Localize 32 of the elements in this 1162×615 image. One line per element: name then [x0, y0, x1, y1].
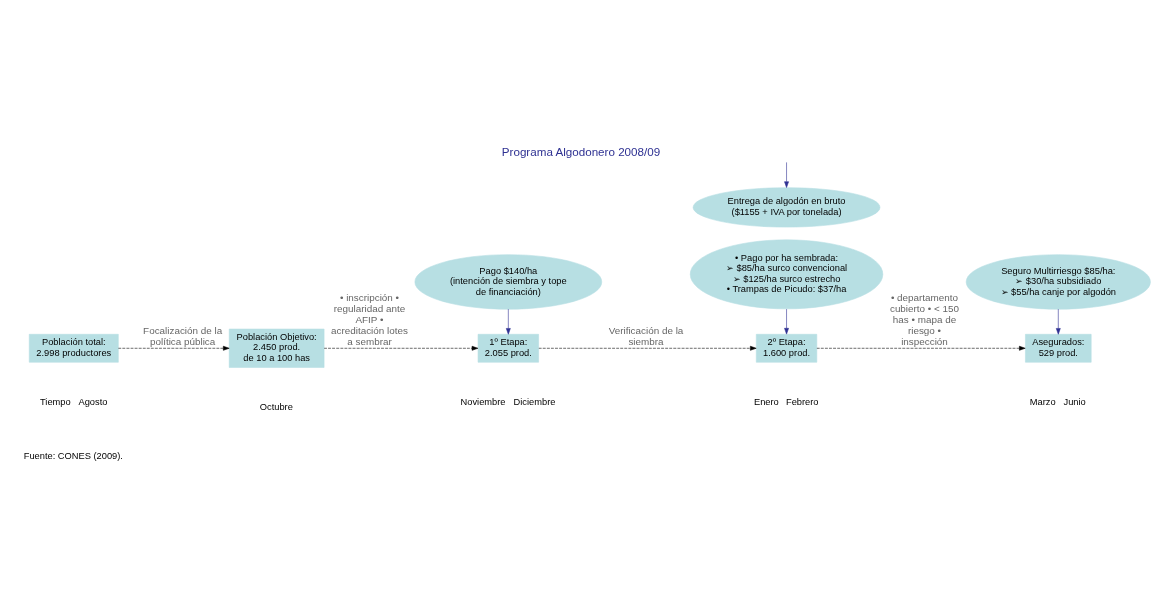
node-box: Asegurados: 529 prod. — [1025, 333, 1092, 363]
node-ellipse: • Pago por ha sembrada: ➢ $85/ha surco convencional ➢ $125/ha surco estrecho • Trampas de Picudo: $37/ha — [689, 239, 884, 309]
label: Fuente: CONES (2009). — [23, 450, 123, 461]
label: Enero — [753, 396, 779, 407]
arrow — [1055, 308, 1061, 335]
arrow — [506, 308, 511, 335]
arrow — [538, 345, 757, 351]
label: Noviembre — [460, 396, 506, 407]
label: Junio — [1063, 396, 1086, 407]
node-box: 2º Etapa: 1.600 prod. — [756, 333, 818, 363]
node-ellipse: Pago $140/ha (intención de siembra y tope de financiación) — [414, 253, 603, 309]
label: Febrero — [785, 396, 819, 407]
label: Tiempo — [40, 396, 71, 407]
edge-label: Verificación de la siembra — [608, 324, 684, 347]
label: Agosto — [78, 396, 108, 407]
diagram-title: Programa Algodonero 2008/09 — [501, 144, 661, 158]
label: Diciembre — [513, 396, 556, 407]
edge-label: • inscripción • regularidad ante AFIP • acreditación lotes a sembrar — [331, 291, 408, 347]
arrow — [323, 345, 479, 351]
node-box: 1º Etapa: 2.055 prod. — [477, 333, 539, 363]
label: Marzo — [1029, 396, 1056, 407]
arrow — [118, 345, 230, 351]
arrow — [784, 161, 789, 188]
node-box: Población total: 2.998 productores — [28, 333, 119, 363]
edge-label: Focalización de la política pública — [143, 324, 223, 347]
label: Octubre — [259, 401, 293, 412]
node-box: Población Objetivo: 2.450 prod. de 10 a 100 has — [228, 328, 325, 368]
arrow — [784, 308, 789, 334]
edge-label: • departamento cubierto • < 150 has • mapa de riesgo • inspección — [889, 291, 960, 347]
arrow — [816, 345, 1026, 351]
node-ellipse: Entrega de algodón en bruto ($1155 + IVA por tonelada) — [692, 186, 881, 227]
node-ellipse: Seguro Multirriesgo $85/ha: ➢ $30/ha subsidiado ➢ $55/ha canje por algodón — [965, 253, 1151, 309]
